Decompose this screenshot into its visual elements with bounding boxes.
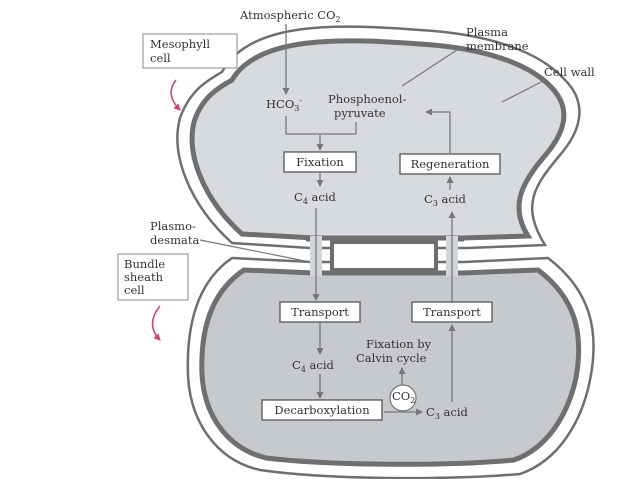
calvin-label: Fixation by [366,337,432,351]
decarboxylation-label: Decarboxylation [274,403,370,417]
pep-label: Phosphoenol- [328,92,406,106]
mesophyll-curved-arrow [171,80,180,110]
calvin-label-2: Calvin cycle [356,351,427,365]
atmospheric-co2-label: Atmospheric CO2 [239,8,341,24]
transport-right-label: Transport [423,305,481,319]
mesophyll-label-2: cell [150,51,171,65]
mesophyll-cell [177,27,579,248]
bundle-sheath-label: Bundle [124,257,165,271]
pep-label-2: pyruvate [334,106,386,120]
c4-acid-bottom-label: C4 acid [292,358,335,374]
c3-acid-bottom-label: C3 acid [426,405,469,421]
plasmodesmata-label-2: desmata [150,233,199,247]
c4-acid-top-label: C4 acid [294,190,337,206]
plasma-membrane-label-2: membrane [466,39,529,53]
bundle-sheath-plasma-membrane [202,270,579,464]
cell-wall-label: Cell wall [544,65,595,79]
bundle-sheath-cell [188,258,594,478]
bundle-sheath-label-2: sheath [124,270,164,284]
bundle-sheath-curved-arrow [153,306,161,340]
plasmodesmata-label: Plasmo- [150,219,196,233]
plasma-membrane-label: Plasma [466,25,508,39]
fixation-label: Fixation [296,155,344,169]
wall-block-between [332,242,436,270]
mesophyll-plasma-membrane [192,41,564,238]
mesophyll-label: Mesophyll [150,37,210,51]
regeneration-label: Regeneration [411,157,490,171]
c3-acid-top-label: C3 acid [424,192,467,208]
transport-left-label: Transport [291,305,349,319]
bundle-sheath-label-3: cell [124,283,145,297]
